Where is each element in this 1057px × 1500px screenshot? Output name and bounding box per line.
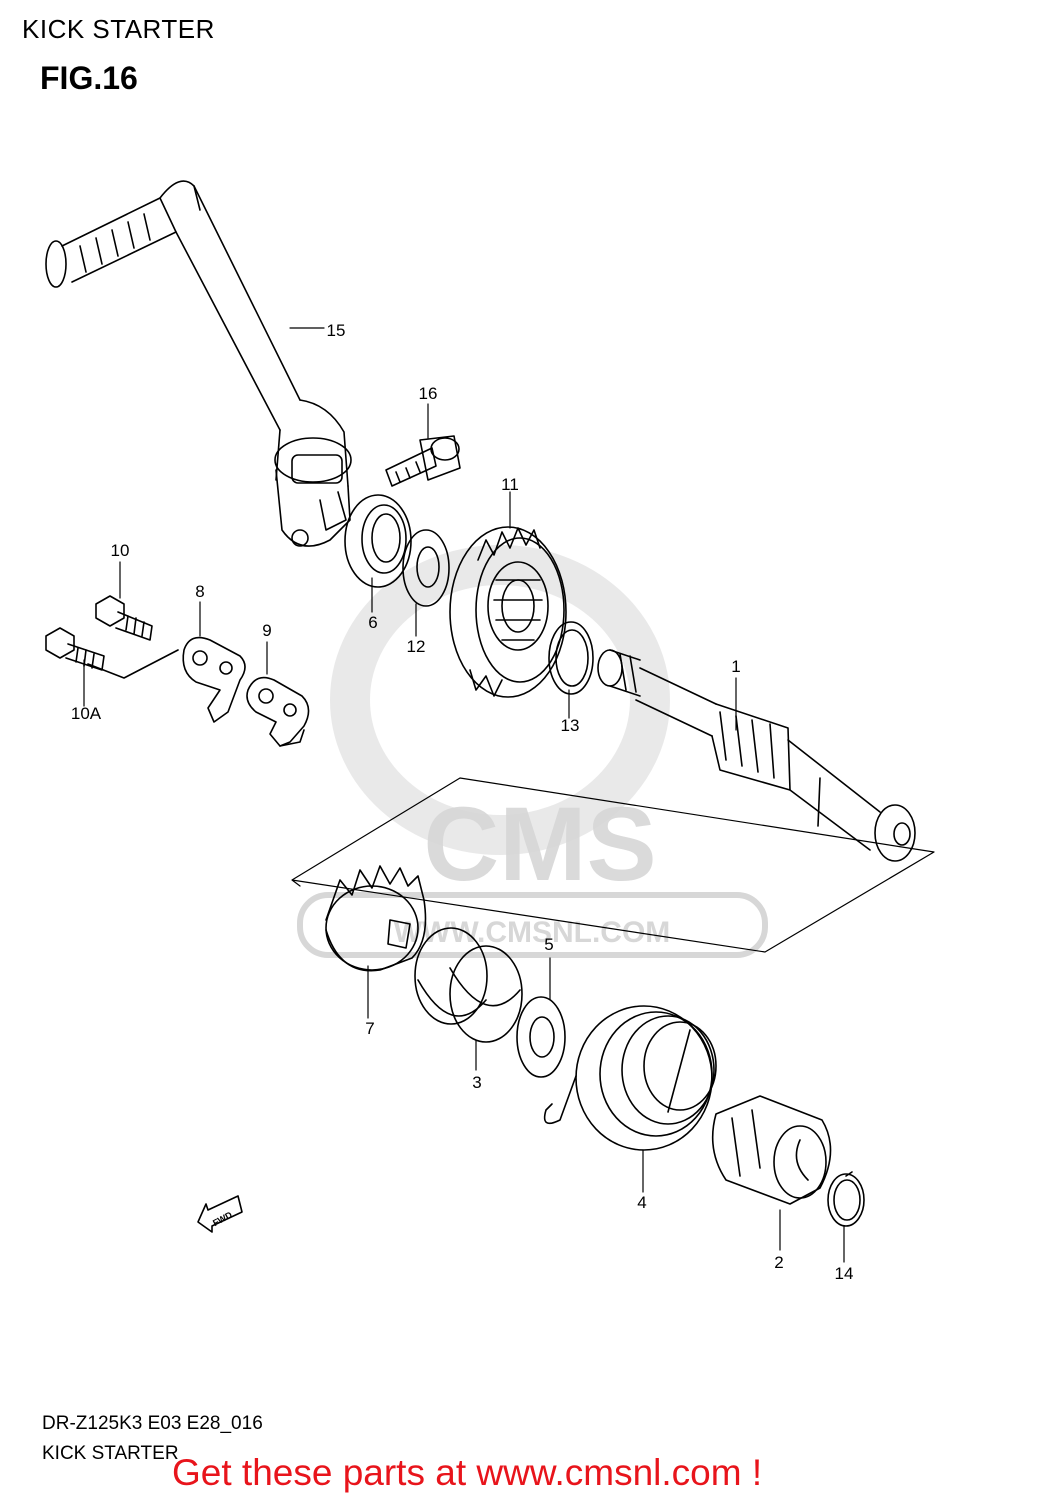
callout-8: 8 xyxy=(195,582,204,601)
return-spring xyxy=(543,1005,717,1151)
fwd-arrow-icon: FWD xyxy=(197,1195,243,1233)
bolt-10 xyxy=(95,595,153,641)
spring-3 xyxy=(414,927,523,1043)
bolt-bracket-line xyxy=(87,649,179,679)
callout-6: 6 xyxy=(368,613,377,632)
diagram-code: DR-Z125K3 E03 E28_016 xyxy=(42,1413,263,1434)
spring-guide xyxy=(711,1095,832,1205)
callout-12: 12 xyxy=(407,637,426,656)
callout-10: 10 xyxy=(111,541,130,560)
plate-9 xyxy=(246,676,310,747)
bolt-10a xyxy=(45,627,105,671)
kick-lever xyxy=(45,180,352,547)
get-parts-link[interactable]: Get these parts at www.cmsnl.com ! xyxy=(172,1452,763,1493)
callout-14: 14 xyxy=(835,1264,854,1283)
callout-7: 7 xyxy=(365,1019,374,1038)
cms-watermark: CMS WWW.CMSNL.COM xyxy=(297,545,768,958)
stopper-plate xyxy=(182,636,246,723)
kick-shaft xyxy=(597,649,916,862)
fwd-label: FWD xyxy=(211,1209,234,1228)
drive-gear xyxy=(325,865,427,972)
assembly-outline xyxy=(291,777,935,953)
callout-1: 1 xyxy=(731,657,740,676)
figure-number: FIG.16 xyxy=(40,60,138,96)
watermark-brand: CMS xyxy=(423,786,656,903)
callout-4: 4 xyxy=(637,1193,646,1212)
watermark-site: WWW.CMSNL.COM xyxy=(394,916,671,949)
leader-lines xyxy=(83,327,845,1263)
page-title: KICK STARTER xyxy=(22,14,215,44)
washer-12 xyxy=(402,529,450,607)
callout-labels: 1 2 3 4 5 6 7 8 9 10 10A 11 12 13 14 15 … xyxy=(71,321,854,1283)
callout-10a: 10A xyxy=(71,704,102,723)
callout-3: 3 xyxy=(472,1073,481,1092)
kick-driven-gear xyxy=(449,526,567,698)
circlip-14 xyxy=(827,1171,865,1227)
callout-2: 2 xyxy=(774,1253,783,1272)
lever-bolt xyxy=(385,435,461,487)
callout-13: 13 xyxy=(561,716,580,735)
callout-16: 16 xyxy=(419,384,438,403)
circlip-13 xyxy=(548,621,594,695)
washer-5 xyxy=(516,996,566,1078)
callout-9: 9 xyxy=(262,621,271,640)
oil-seal xyxy=(344,494,412,588)
callout-5: 5 xyxy=(544,935,553,954)
diagram-caption: KICK STARTER xyxy=(42,1443,179,1464)
callout-15: 15 xyxy=(327,321,346,340)
callout-11: 11 xyxy=(501,475,519,494)
